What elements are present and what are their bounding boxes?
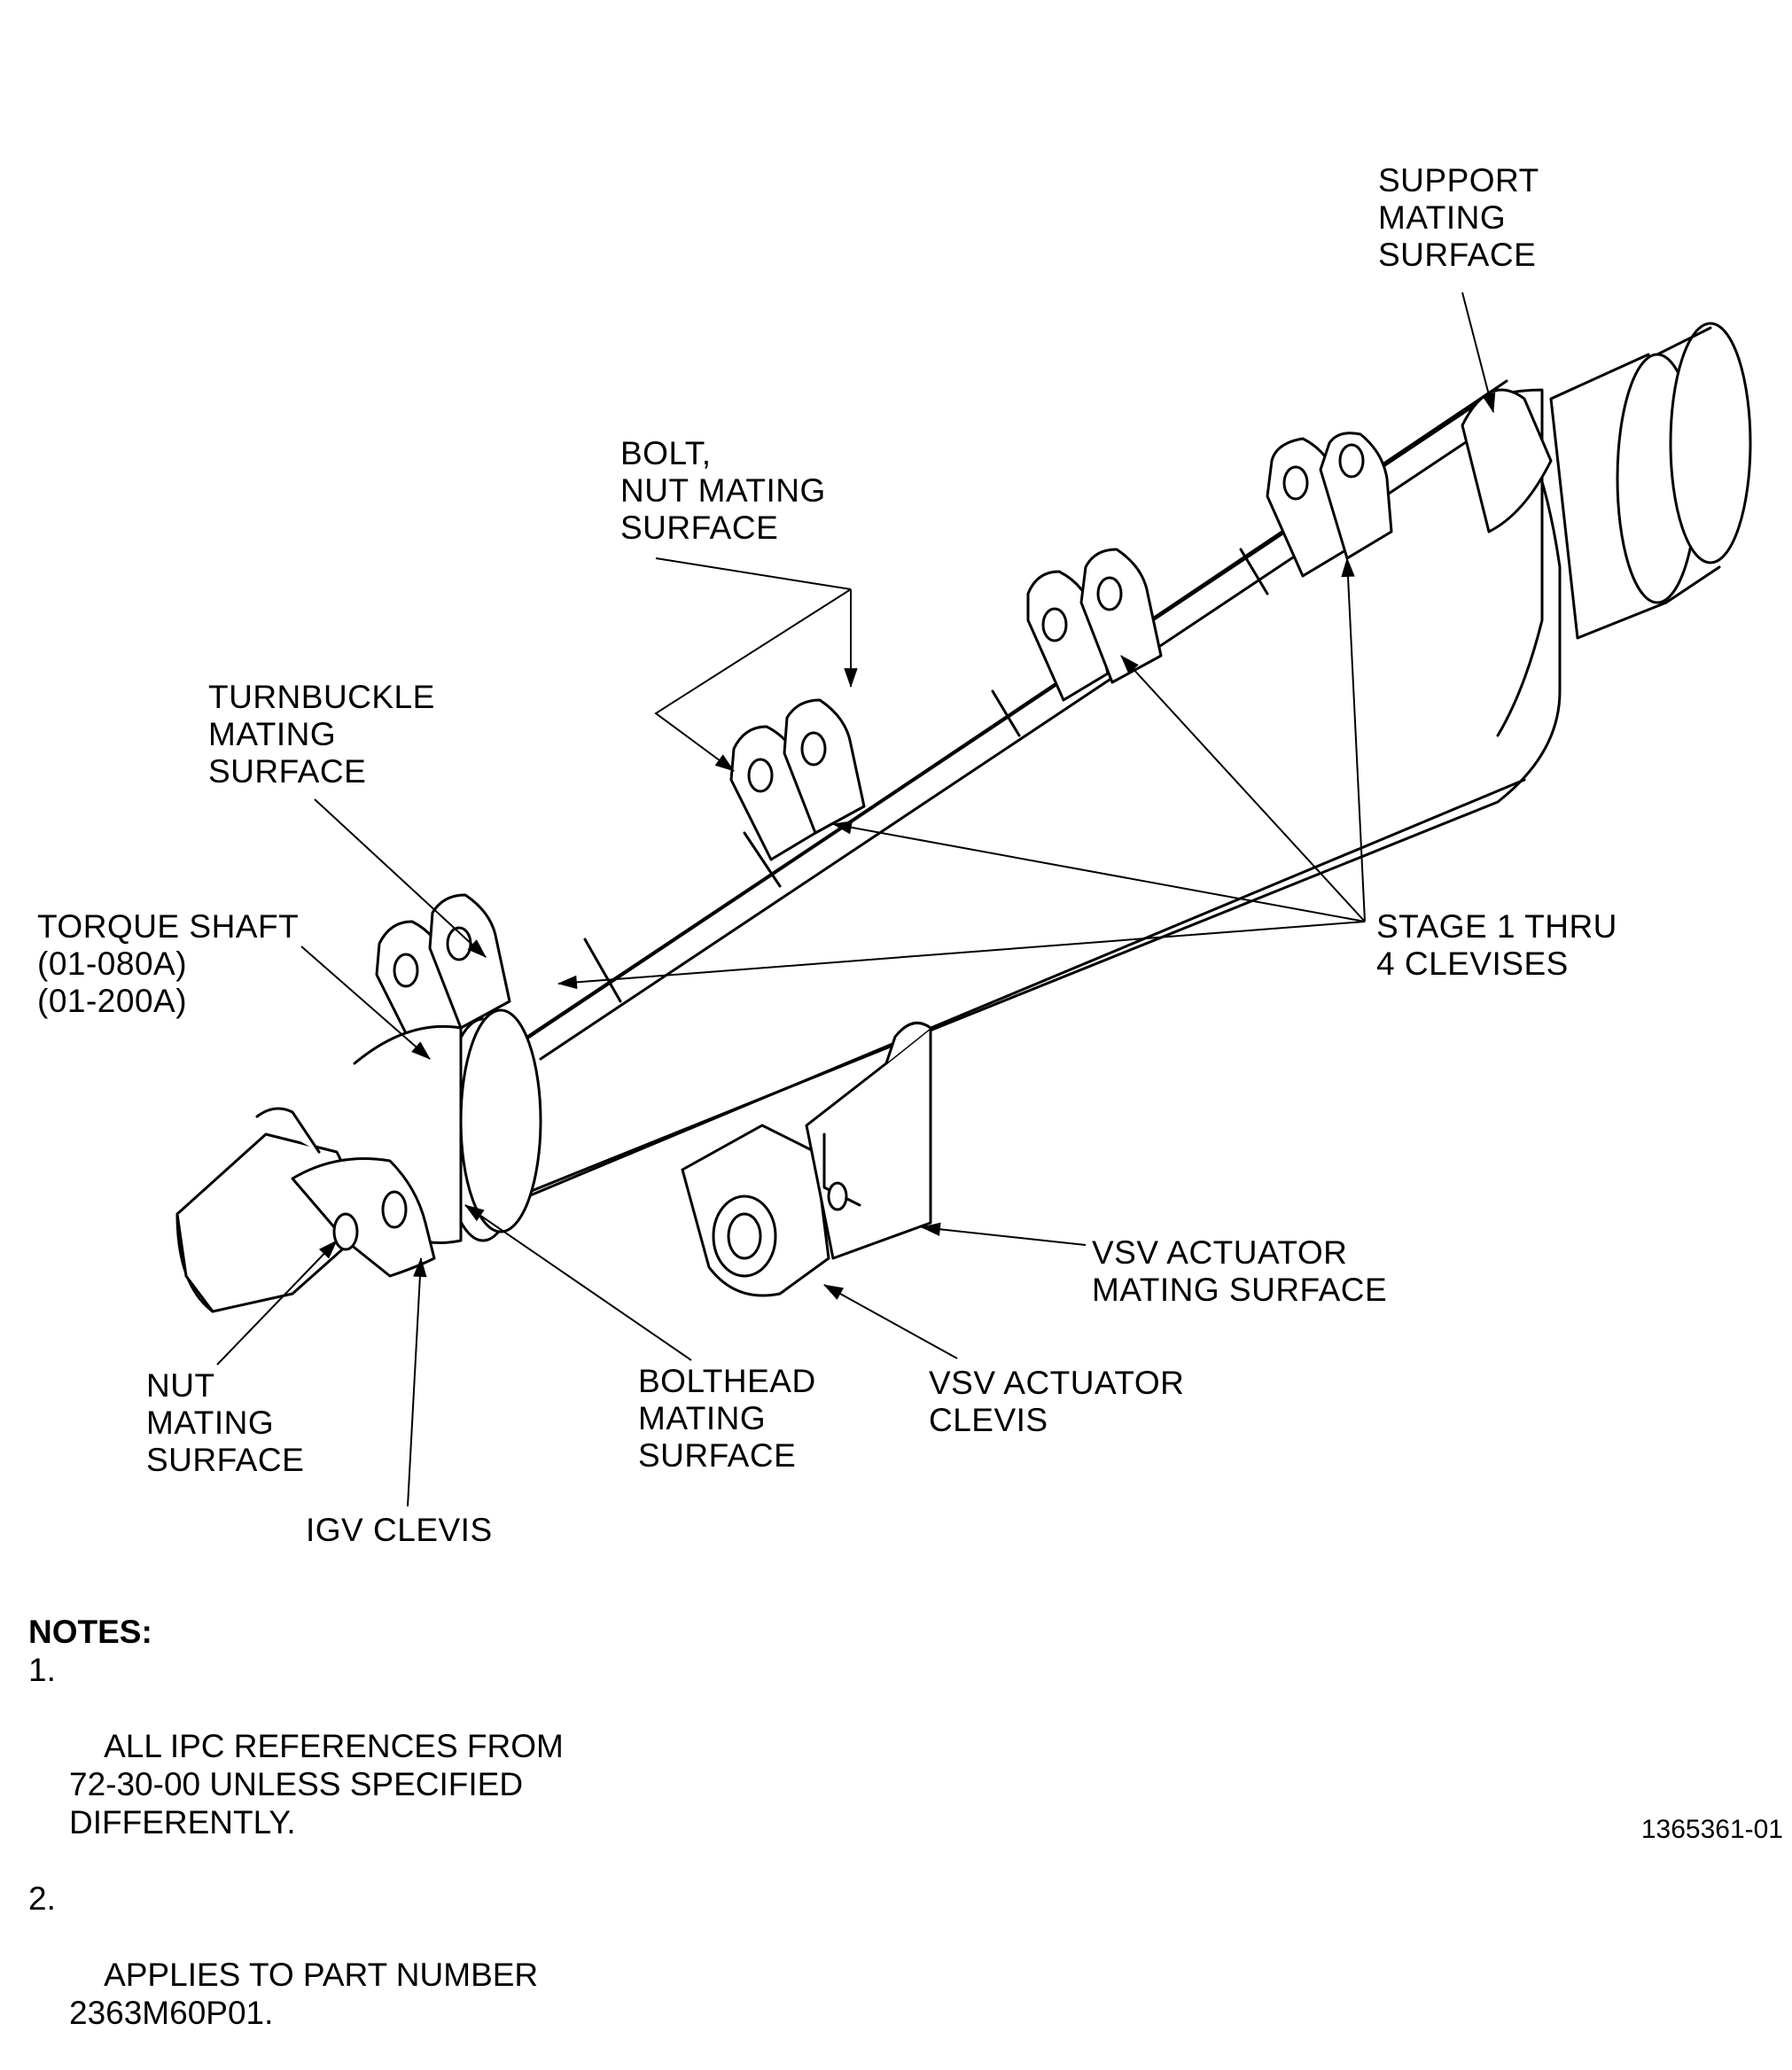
leader-turnbuckle (314, 798, 487, 958)
leader-nut-mating (216, 1240, 338, 1366)
note-text: APPLIES TO PART NUMBER 2363M60P01. (69, 1957, 539, 2031)
vsv-actuator-bracket (805, 1021, 932, 1260)
leader-vsv-clevis (823, 1284, 958, 1359)
label-stage-clevises: STAGE 1 THRU 4 CLEVISES (1376, 908, 1617, 982)
stage-2-clevis (729, 698, 866, 861)
note-item: 1. ALL IPC REFERENCES FROM 72-30-00 UNLE… (28, 1651, 564, 1879)
label-igv-clevis: IGV CLEVIS (306, 1512, 493, 1548)
leader-stage-3 (1120, 655, 1366, 922)
label-support-mating-surface: SUPPORT MATING SURFACE (1378, 162, 1539, 273)
leader-torque-shaft (300, 946, 431, 1060)
figure-number: 1365361-01 (1640, 1815, 1783, 1844)
label-bolthead-mating-surface: BOLTHEAD MATING SURFACE (638, 1363, 816, 1474)
notes-block: NOTES: 1. ALL IPC REFERENCES FROM 72-30-… (28, 1613, 564, 2070)
leader-bolthead (464, 1204, 692, 1361)
label-torque-shaft: TORQUE SHAFT (01-080A) (01-200A) (37, 908, 300, 1019)
stage-1-clevis (375, 893, 511, 1056)
label-vsv-actuator-clevis: VSV ACTUATOR CLEVIS (929, 1365, 1185, 1438)
leader-stage-2 (831, 821, 1366, 922)
stage-4-clevis (1266, 432, 1393, 578)
leader-vsv-mating (920, 1222, 1087, 1246)
note-number: 2. (28, 1880, 56, 1917)
label-bolt-nut-mating-surface: BOLT, NUT MATING SURFACE (620, 435, 826, 546)
vsv-actuator-clevis (681, 1124, 830, 1297)
note-item: 2. APPLIES TO PART NUMBER 2363M60P01. (28, 1879, 564, 2070)
leader-support-mating-surface (1461, 292, 1496, 414)
label-nut-mating-surface: NUT MATING SURFACE (146, 1367, 305, 1478)
support-end (1461, 322, 1752, 737)
flange-ring (353, 1008, 542, 1244)
leader-bolt-nut-a (654, 588, 852, 772)
label-vsv-actuator-mating-surface: VSV ACTUATOR MATING SURFACE (1092, 1234, 1388, 1308)
leader-igv-clevis (407, 1257, 427, 1507)
stage-3-clevis (1026, 548, 1163, 702)
torque-shaft-drawing (175, 292, 1752, 1507)
notes-title: NOTES: (28, 1614, 152, 1650)
note-text: ALL IPC REFERENCES FROM 72-30-00 UNLESS … (69, 1728, 564, 1840)
leader-stage-1 (557, 921, 1366, 990)
label-turnbuckle-mating-surface: TURNBUCKLE MATING SURFACE (208, 679, 435, 790)
leader-stage-4 (1341, 556, 1366, 922)
note-number: 1. (28, 1652, 56, 1688)
shaft-body (494, 379, 1562, 1211)
left-end-igv (175, 1107, 436, 1313)
